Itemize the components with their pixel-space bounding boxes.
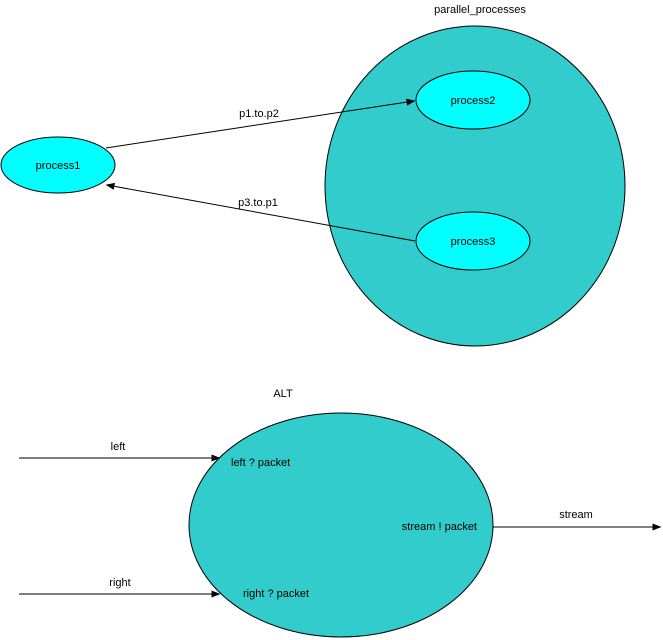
alt-process-node: [188, 412, 494, 638]
channel-p3-to-p1-arrow: [105, 182, 416, 242]
channel-stream-label: stream: [559, 509, 593, 521]
channel-right-label: right: [109, 577, 130, 589]
process2-node: [415, 70, 531, 130]
channel-p1-to-p2-label: p1.to.p2: [239, 108, 279, 120]
process1-node: [0, 136, 116, 194]
alt-title: ALT: [273, 388, 293, 400]
channel-left-label: left: [111, 441, 126, 453]
process3-node: [415, 211, 531, 271]
process1-label: process1: [36, 160, 81, 172]
parallel-processes-title: parallel_processes: [434, 4, 526, 16]
guard-right-input-label: right ? packet: [243, 588, 309, 600]
channel-p3-to-p1-label: p3.to.p1: [238, 197, 278, 209]
process2-label: process2: [451, 95, 496, 107]
parallel-processes-group-boundary: [324, 25, 626, 347]
guard-stream-output-label: stream ! packet: [402, 521, 477, 533]
process3-label: process3: [451, 236, 496, 248]
guard-left-input-label: left ? packet: [231, 457, 290, 469]
channel-p1-to-p2-arrow: [105, 98, 416, 149]
